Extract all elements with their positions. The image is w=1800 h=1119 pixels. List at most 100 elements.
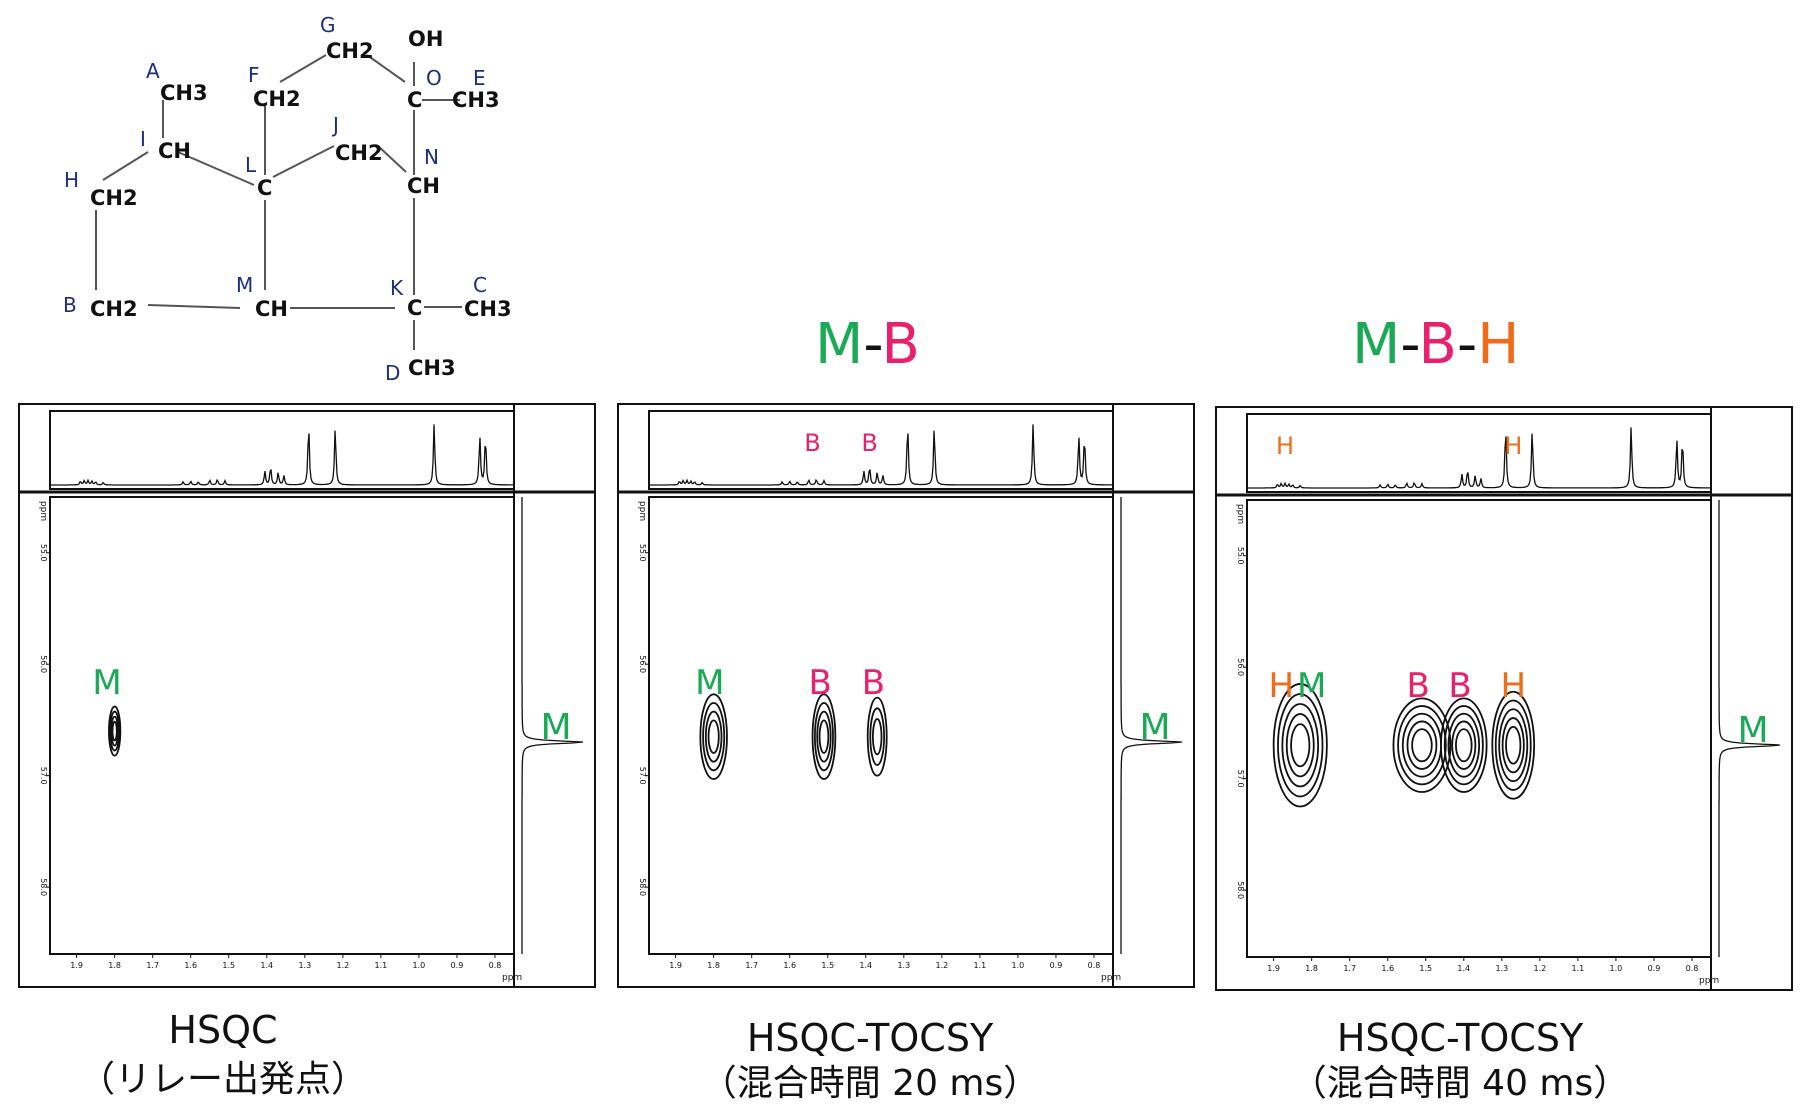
x-tick-label: 1.6 bbox=[184, 961, 197, 970]
group-H: CH2 bbox=[90, 186, 138, 210]
letter-I: I bbox=[140, 127, 146, 151]
x-tick-label: 0.9 bbox=[1050, 961, 1063, 970]
contour-level bbox=[110, 715, 119, 747]
title-dash: - bbox=[863, 312, 882, 377]
molecule-bonds bbox=[95, 54, 462, 350]
group-I: CH bbox=[158, 139, 191, 163]
contour-level bbox=[1451, 720, 1477, 770]
y-tick-label: 58.0 bbox=[638, 878, 647, 896]
x-tick-label: 1.1 bbox=[974, 961, 987, 970]
x-tick-label: 1.8 bbox=[707, 961, 720, 970]
cross-peak-label: B bbox=[1448, 666, 1471, 706]
cross-peak-label: M bbox=[695, 663, 724, 703]
caption-line1: HSQC bbox=[168, 1008, 278, 1052]
contour-level bbox=[108, 705, 122, 757]
x-unit-label: ppm bbox=[502, 973, 522, 983]
letter-F: F bbox=[248, 63, 260, 87]
y-tick-label: 55.0 bbox=[39, 544, 48, 562]
x-tick-label: 1.5 bbox=[1419, 964, 1432, 973]
letter-C: C bbox=[473, 273, 487, 297]
title-part-M: M bbox=[815, 312, 864, 377]
contour-level bbox=[1277, 693, 1324, 798]
proton-spectrum bbox=[1247, 427, 1711, 489]
x-unit-label: ppm bbox=[1699, 976, 1719, 986]
x-tick-label: 1.3 bbox=[897, 961, 910, 970]
x-tick-label: 1.2 bbox=[935, 961, 948, 970]
x-tick-label: 1.0 bbox=[1610, 964, 1623, 973]
letter-G: G bbox=[320, 13, 336, 37]
contour-level bbox=[871, 718, 883, 756]
contour-level bbox=[1491, 690, 1536, 800]
top-peak-label: H bbox=[1276, 432, 1294, 460]
contour-peak bbox=[811, 693, 837, 780]
contour-level bbox=[1290, 723, 1311, 768]
panel3-title: M-B-H bbox=[1352, 312, 1519, 377]
contour-level bbox=[111, 720, 118, 742]
contour-peak bbox=[1491, 690, 1536, 800]
panel2-title: M-B bbox=[815, 312, 920, 377]
x-tick-label: 1.6 bbox=[1381, 964, 1394, 973]
x-tick-label: 0.8 bbox=[1088, 961, 1101, 970]
contour-level bbox=[1455, 728, 1473, 763]
caption-line2: （混合時間 20 ms） bbox=[700, 1063, 1040, 1104]
group-D: CH3 bbox=[408, 356, 456, 380]
x-tick-label: 1.3 bbox=[1495, 964, 1508, 973]
cross-peak-label: M bbox=[92, 663, 121, 703]
group-O: C bbox=[407, 88, 422, 112]
x-tick-label: 0.8 bbox=[489, 961, 502, 970]
contour-level bbox=[1501, 717, 1525, 774]
group-L: C bbox=[257, 176, 272, 200]
contour-level bbox=[811, 693, 837, 780]
cross-peak-label: B bbox=[1406, 666, 1429, 706]
group-A: CH3 bbox=[160, 81, 208, 105]
contour-level bbox=[869, 707, 886, 766]
caption-line1: HSQC-TOCSY bbox=[1336, 1016, 1584, 1060]
contour-peak bbox=[1272, 683, 1328, 808]
contour-frame bbox=[1246, 499, 1712, 958]
y-tick-label: 56.0 bbox=[39, 655, 48, 673]
x-tick-label: 1.4 bbox=[260, 961, 273, 970]
group-OH: OH bbox=[408, 27, 443, 51]
y-tick-label: 58.0 bbox=[39, 878, 48, 896]
contour-level bbox=[866, 696, 888, 777]
letter-A: A bbox=[146, 59, 160, 83]
contour-level bbox=[1411, 728, 1433, 763]
contour-frame bbox=[49, 496, 515, 955]
x-tick-label: 1.9 bbox=[70, 961, 83, 970]
group-J: CH2 bbox=[335, 141, 383, 165]
title-part-H: H bbox=[1477, 312, 1520, 377]
projection-label: M bbox=[1737, 710, 1768, 751]
contour-level bbox=[813, 702, 834, 772]
contour-level bbox=[1505, 725, 1522, 765]
title-part-B: B bbox=[881, 312, 920, 377]
letter-K: K bbox=[390, 276, 404, 300]
contour-level bbox=[704, 710, 723, 763]
x-tick-label: 0.9 bbox=[451, 961, 464, 970]
x-tick-label: 1.8 bbox=[108, 961, 121, 970]
contour-peak bbox=[866, 696, 888, 777]
top-peak-label: H bbox=[1504, 432, 1522, 460]
x-unit-label: ppm bbox=[1101, 973, 1121, 983]
x-tick-label: 1.0 bbox=[413, 961, 426, 970]
y-unit-label: ppm bbox=[637, 501, 647, 521]
carbon-projection bbox=[521, 497, 583, 954]
letter-N: N bbox=[424, 145, 439, 169]
x-tick-label: 1.2 bbox=[336, 961, 349, 970]
group-C: CH3 bbox=[464, 297, 512, 321]
letter-D: D bbox=[385, 361, 400, 385]
top-peak-label: B bbox=[804, 429, 820, 457]
y-tick-label: 58.0 bbox=[1236, 881, 1245, 899]
caption-line1: HSQC-TOCSY bbox=[746, 1016, 994, 1060]
projection-label: M bbox=[1139, 707, 1170, 748]
y-tick-label: 56.0 bbox=[638, 655, 647, 673]
x-tick-label: 1.7 bbox=[745, 961, 758, 970]
x-tick-label: 1.7 bbox=[1343, 964, 1356, 973]
contour-level bbox=[1494, 699, 1532, 791]
letter-O: O bbox=[426, 66, 442, 90]
caption-line2: （リレー出発点） bbox=[78, 1059, 367, 1100]
title-dash: - bbox=[1400, 312, 1419, 377]
contour-level bbox=[1397, 705, 1447, 786]
contour-level bbox=[1272, 683, 1328, 808]
